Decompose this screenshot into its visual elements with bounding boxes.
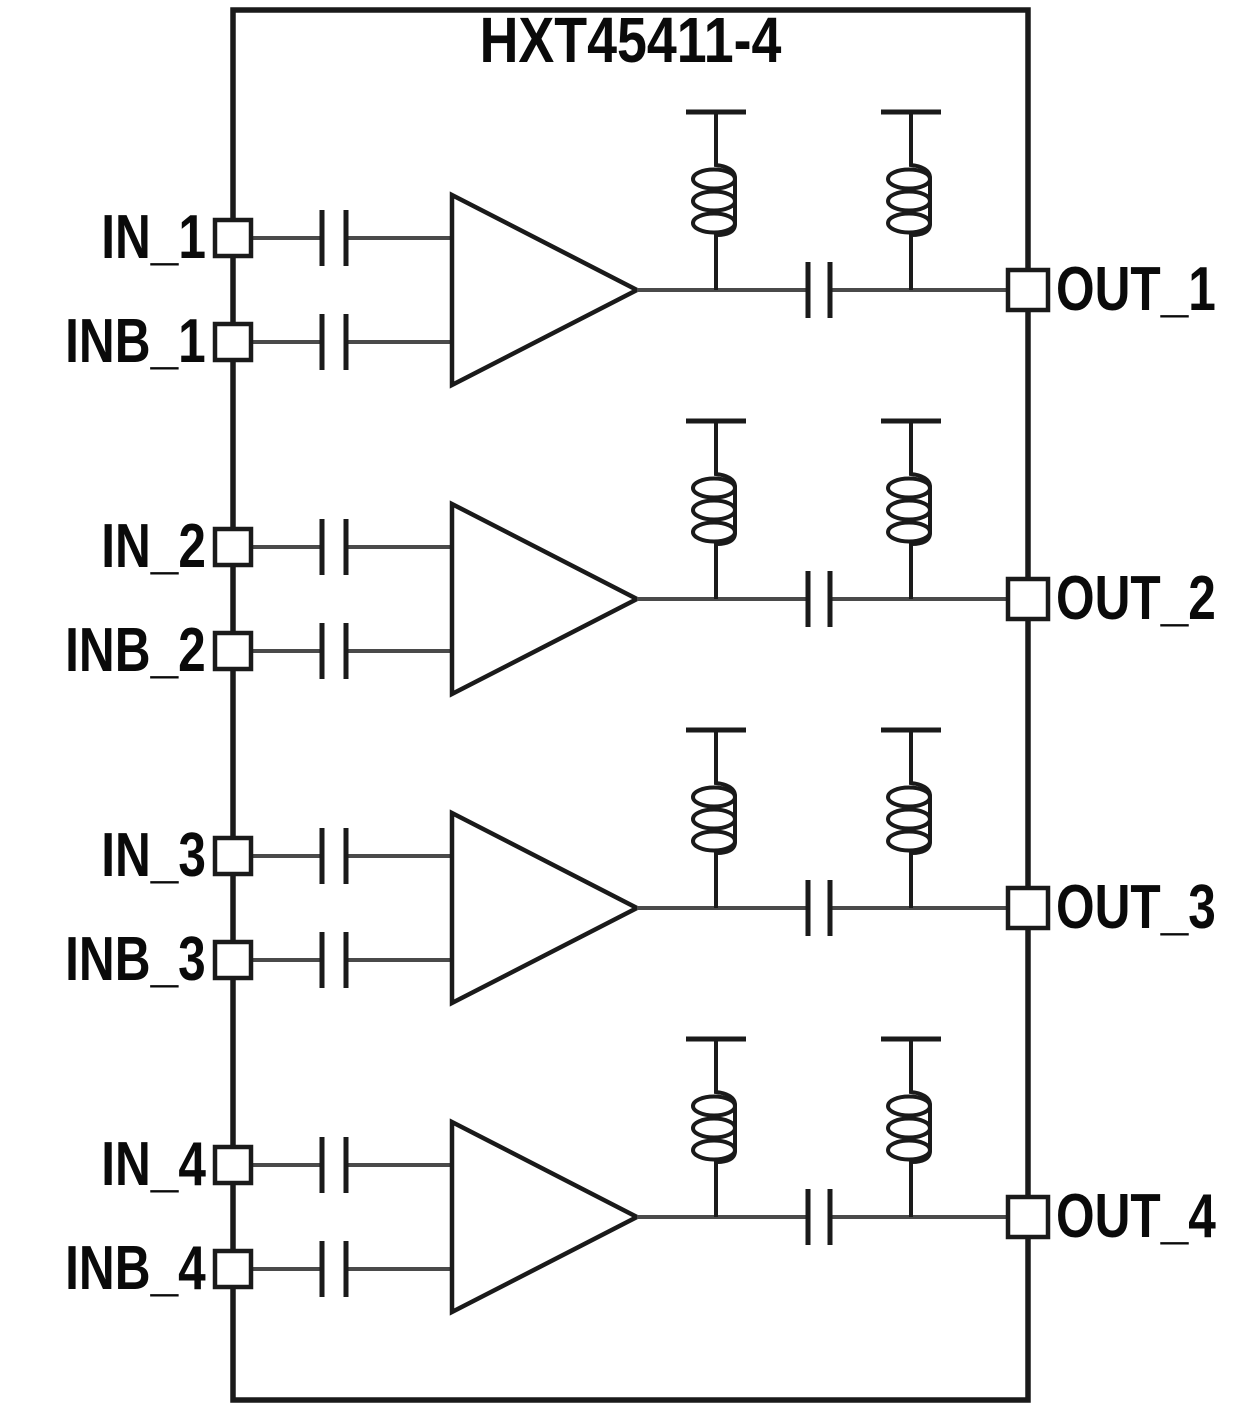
channel-4-circuit [215,1039,1048,1312]
channel-1-circuit [215,112,1048,385]
pin-label-inb-4: INB_4 [65,1234,206,1303]
pin-label-out-2: OUT_2 [1056,564,1216,633]
pin-label-out-1: OUT_1 [1056,255,1216,324]
pin-label-in-2: IN_2 [101,512,206,581]
pin-label-in-3: IN_3 [101,821,206,890]
pin-label-in-4: IN_4 [101,1130,206,1199]
pin-label-inb-1: INB_1 [65,307,206,376]
pin-label-inb-2: INB_2 [65,616,206,685]
pin-label-out-3: OUT_3 [1056,873,1216,942]
ic-boundary-box [230,7,1031,1403]
pin-label-in-1: IN_1 [101,203,206,272]
pin-label-inb-3: INB_3 [65,925,206,994]
pin-label-out-4: OUT_4 [1056,1182,1216,1251]
ic-title: HXT45411-4 [479,4,782,76]
channel-2-circuit [215,421,1048,694]
channel-3-circuit [215,730,1048,1003]
